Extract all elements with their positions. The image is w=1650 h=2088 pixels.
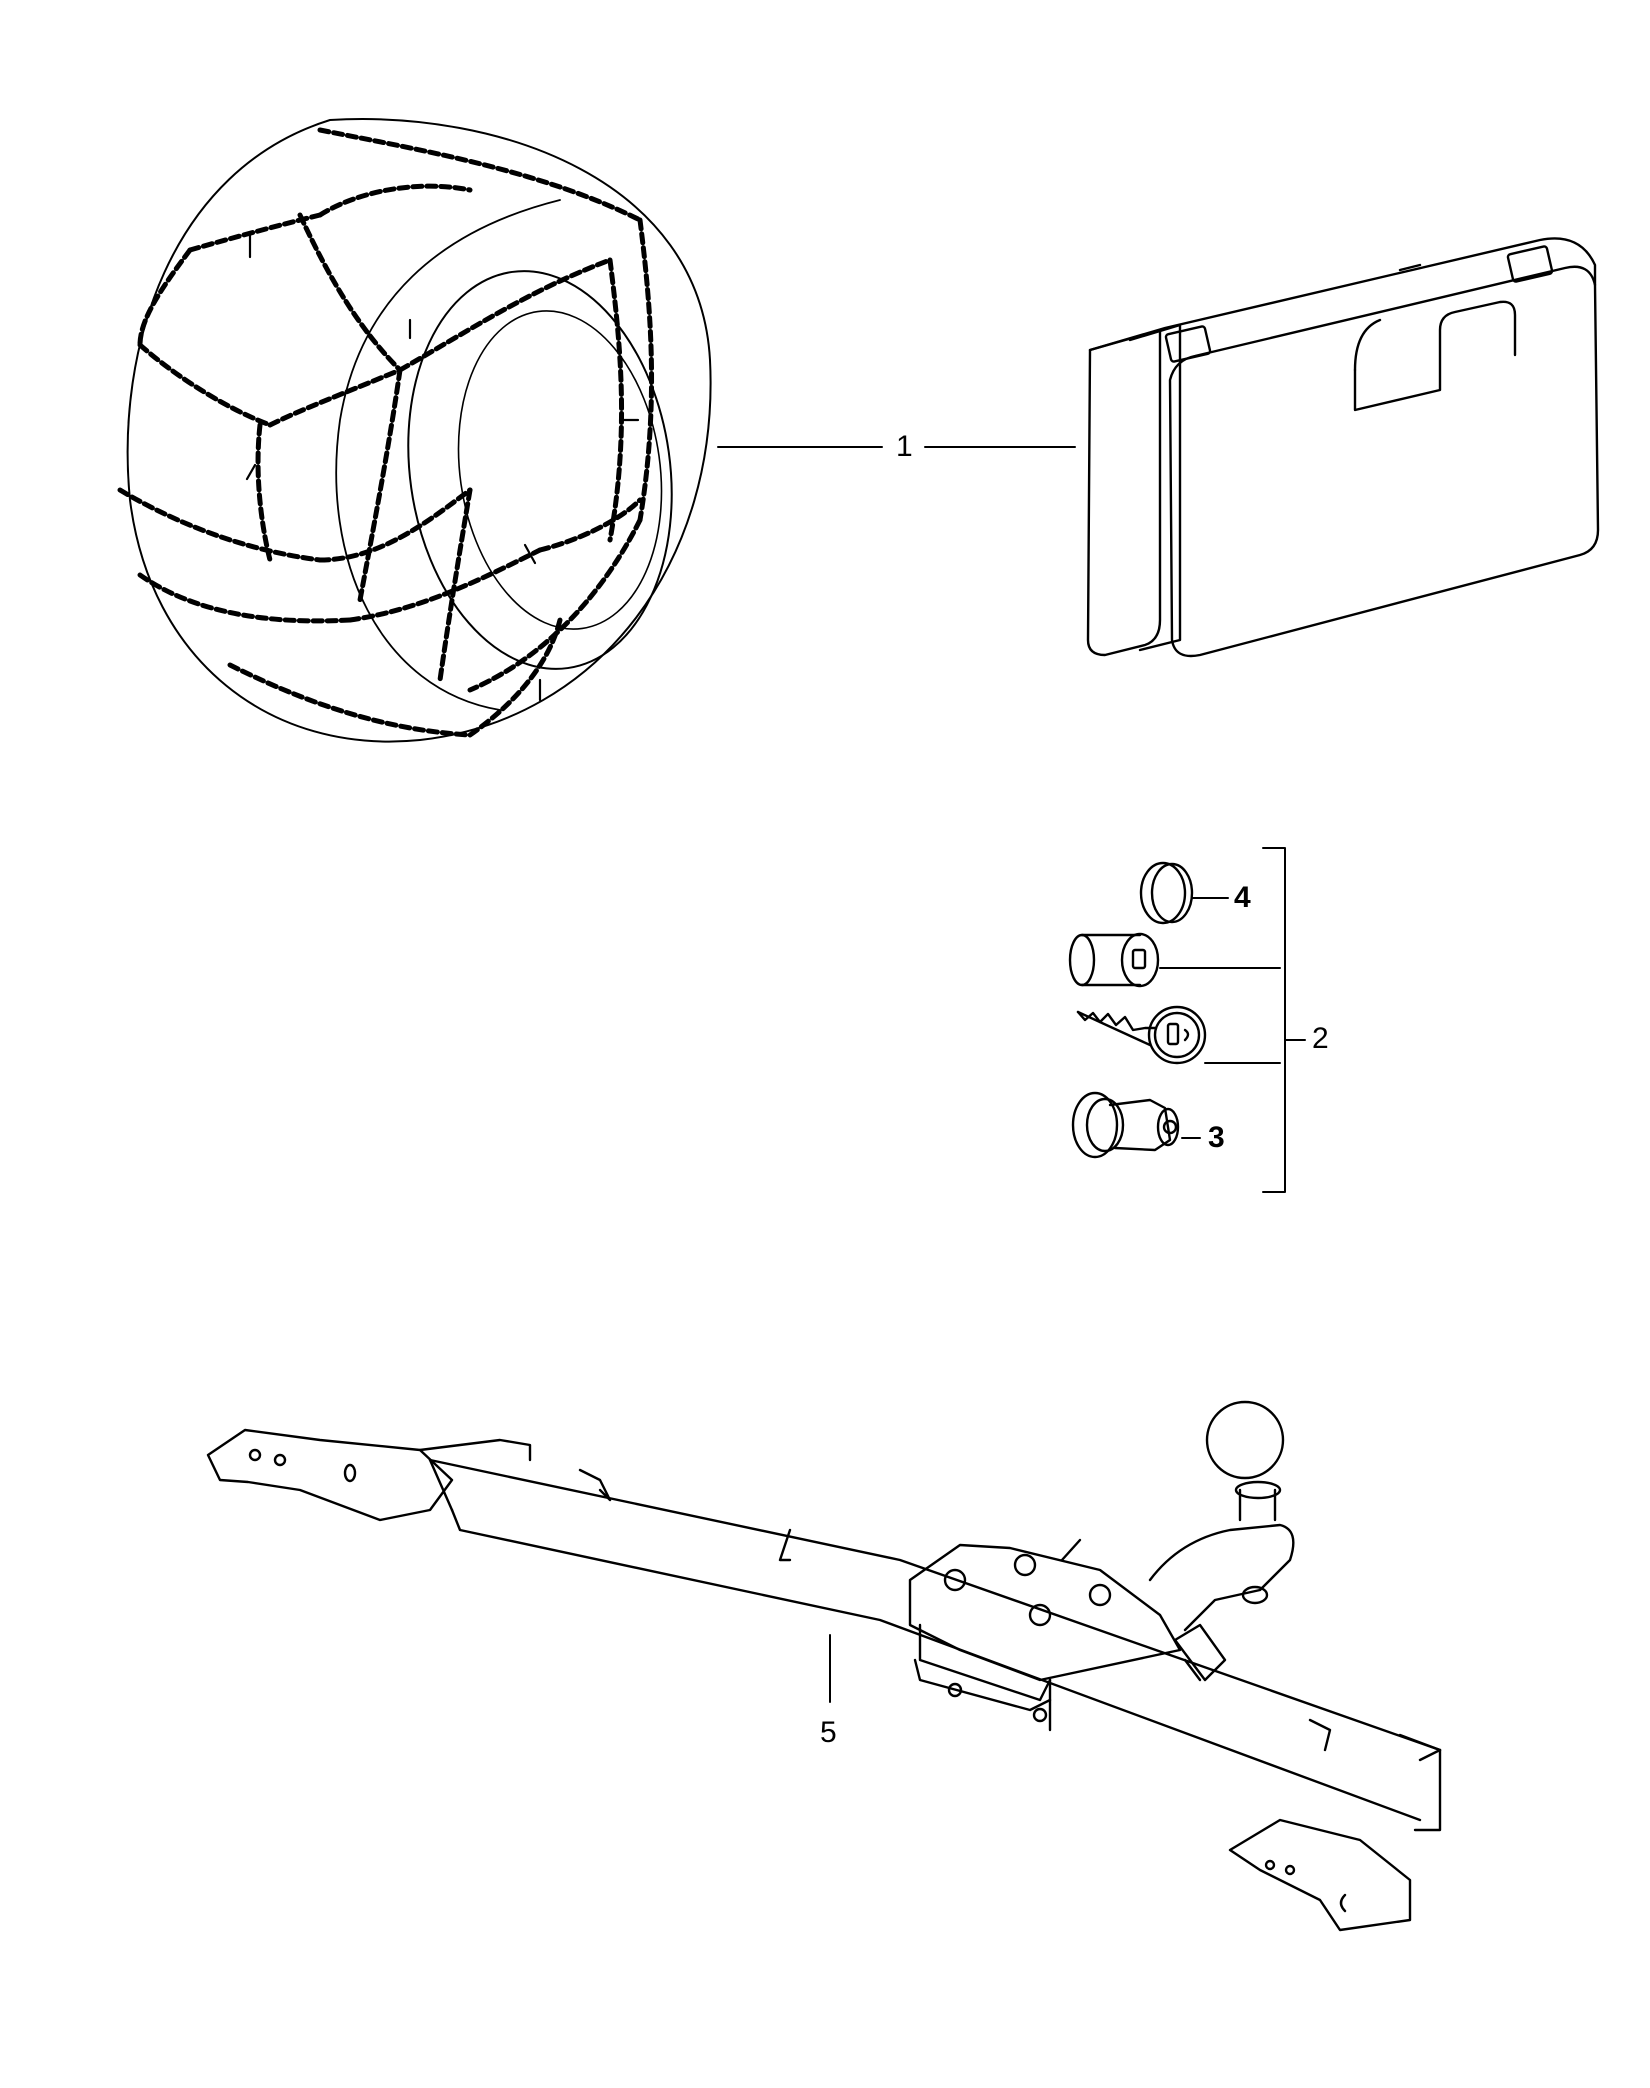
callout-4: 4	[1234, 881, 1251, 914]
callout-5: 5	[820, 1716, 837, 1749]
cap-illustration	[1139, 861, 1194, 925]
lock-cylinder-illustration	[1068, 932, 1160, 988]
callout-3: 3	[1208, 1121, 1225, 1154]
snow-chain-illustration	[117, 118, 712, 743]
bracket-2	[1262, 847, 1286, 1193]
locking-nut-illustration	[1071, 1091, 1180, 1159]
callout-2: 2	[1312, 1022, 1329, 1055]
callout-1: 1	[896, 430, 913, 463]
key-illustration	[1076, 1005, 1207, 1065]
storage-case-illustration	[1086, 237, 1600, 658]
tow-bar-illustration	[206, 1400, 1442, 1932]
